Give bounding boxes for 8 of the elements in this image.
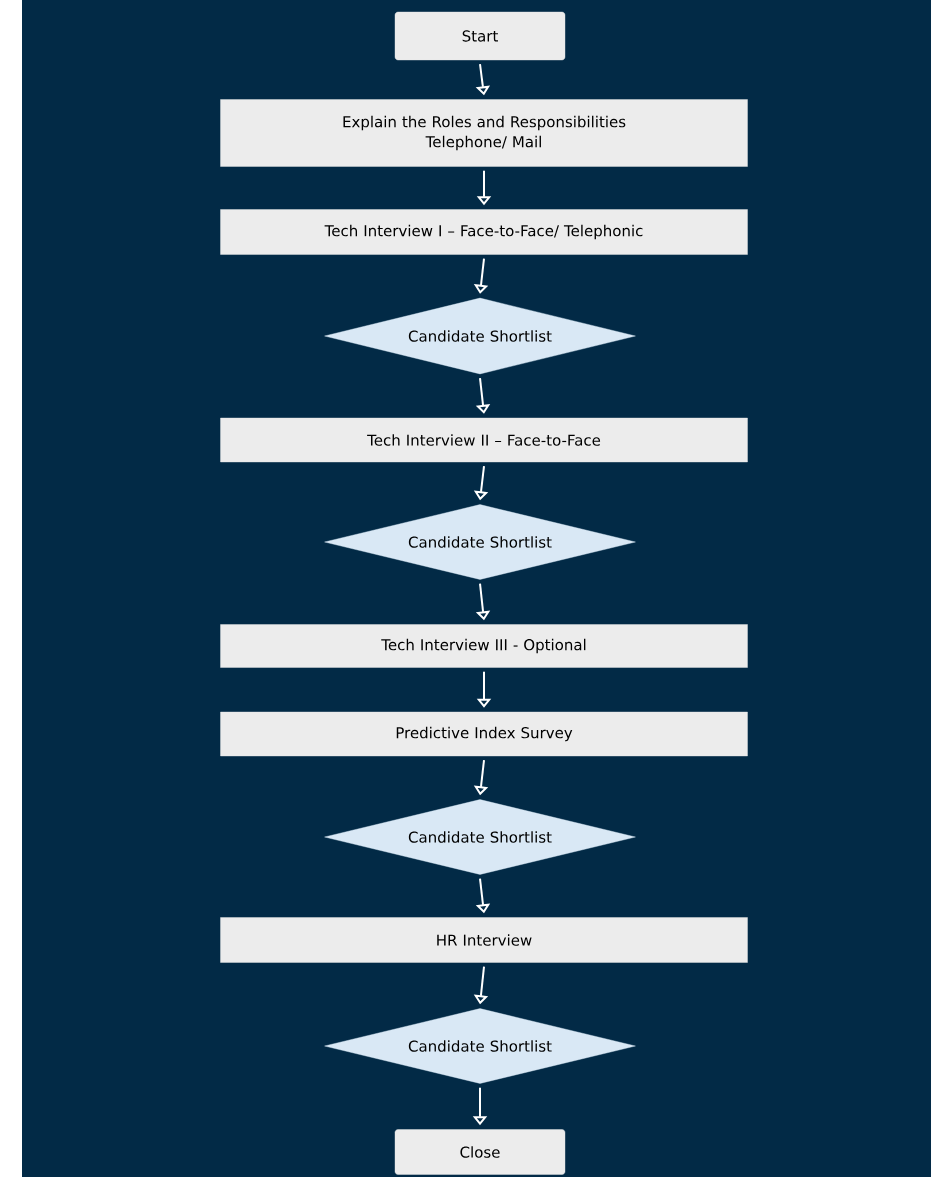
process-box: Tech Interview II – Face-to-Face	[220, 417, 748, 463]
process-box: Tech Interview III - Optional	[220, 624, 748, 668]
process-box: Tech Interview I – Face-to-Face/ Telephonic	[220, 209, 748, 255]
process-box: Explain the Roles and Responsibilities Telephone/ Mail	[220, 99, 748, 167]
process-box: Predictive Index Survey	[220, 711, 748, 757]
terminal-box: Close	[394, 1129, 566, 1175]
terminal-box: Start	[394, 11, 566, 61]
process-box: HR Interview	[220, 917, 748, 963]
